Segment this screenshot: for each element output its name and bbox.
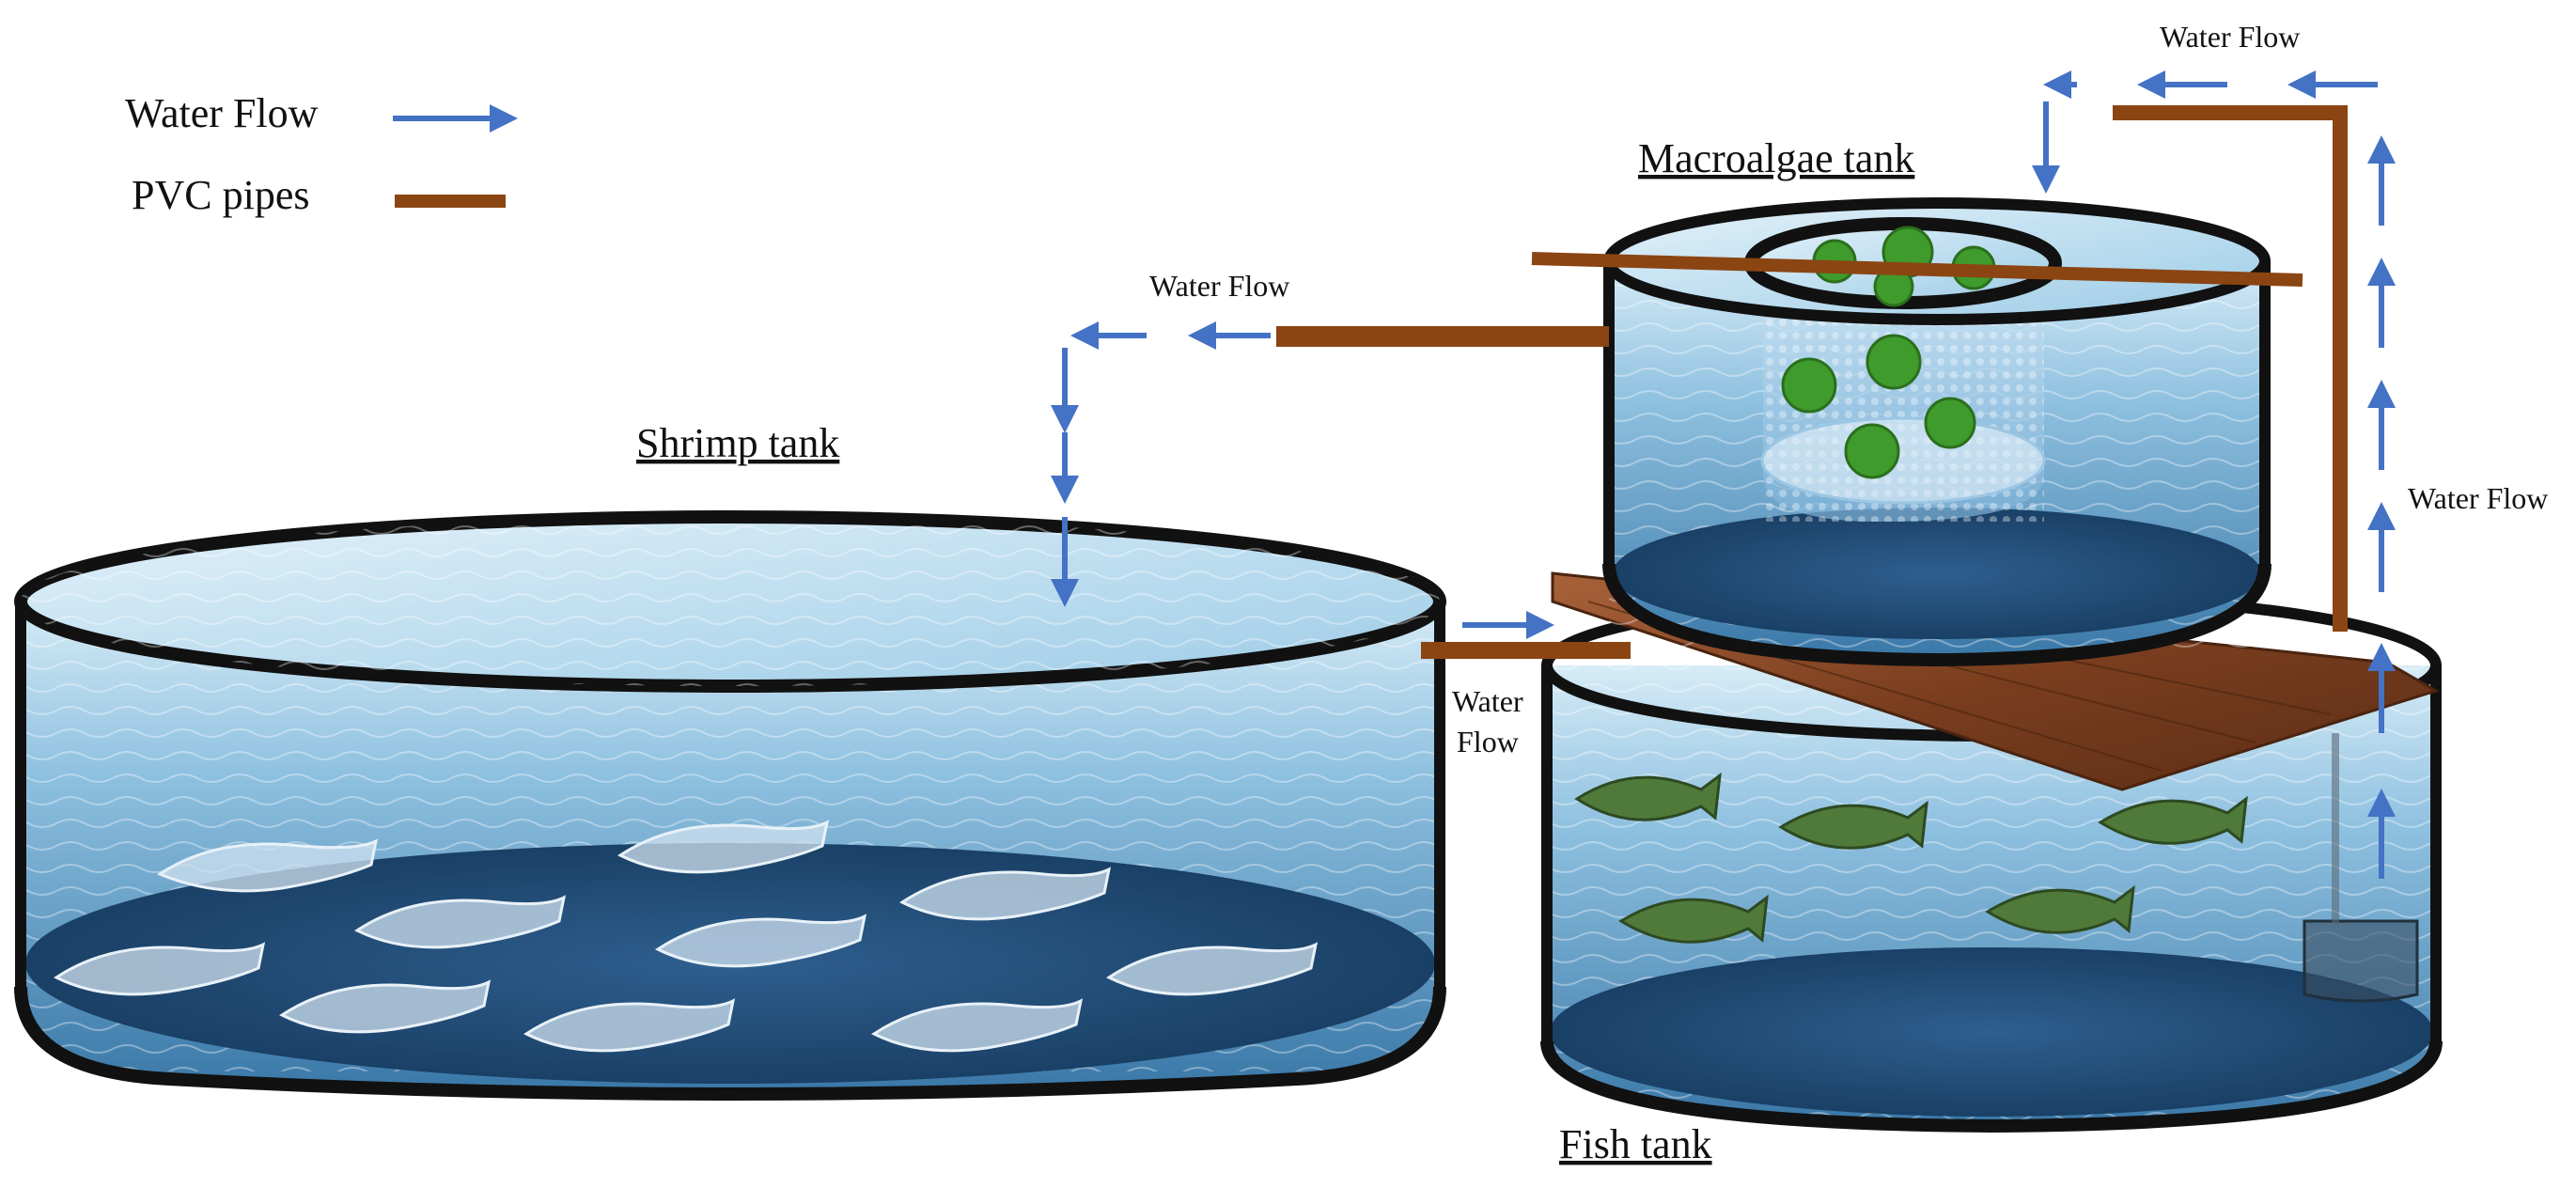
shrimp-icon <box>156 838 379 893</box>
shrimp-icon <box>1106 942 1319 996</box>
pipe-across-macroalgae <box>1531 252 2303 287</box>
fish-icon <box>1778 800 1928 850</box>
fish-tank-title: Fish tank <box>1559 1121 1712 1167</box>
shrimp-icon <box>655 914 867 968</box>
legend-pvc-pipes-label: PVC pipes <box>132 172 309 218</box>
pvc-pipes <box>1276 105 2348 659</box>
shrimp-icon <box>871 998 1084 1053</box>
shrimp-icon <box>54 942 266 996</box>
legend-water-flow-label: Water Flow <box>125 90 319 136</box>
fish-icon <box>2098 795 2248 845</box>
fish-icon <box>1985 884 2135 934</box>
fish-tank-floor <box>1550 947 2433 1117</box>
shrimp-tank: Shrimp tank <box>14 420 1446 1101</box>
macroalgae-tank-title: Macroalgae tank <box>1638 135 1914 181</box>
flow-label-shrimp-to-fish-2: Flow <box>1457 725 1519 758</box>
flow-label-macroalgae-to-shrimp: Water Flow <box>1149 269 1289 303</box>
fish-icon <box>1574 772 1722 821</box>
algae-icon <box>1844 423 1900 479</box>
shrimp-icon <box>617 820 830 874</box>
shrimp-icon <box>523 998 736 1053</box>
fish-icon <box>1618 894 1769 944</box>
flow-label-top-right: Water Flow <box>2160 20 2300 54</box>
macroalgae-tank: Macroalgae tank <box>1602 135 2272 667</box>
algae-icon <box>1866 334 1922 390</box>
algae-icon <box>1781 357 1837 414</box>
flow-label-right-side: Water Flow <box>2408 481 2548 515</box>
macroalgae-tank-floor <box>1613 508 2261 639</box>
flow-label-shrimp-to-fish-1: Water <box>1452 684 1523 718</box>
flow-arrows <box>1051 70 2396 879</box>
shrimp-tank-title: Shrimp tank <box>636 420 839 466</box>
algae-icon <box>1924 397 1976 449</box>
shrimp-icon <box>899 867 1112 921</box>
legend: Water Flow PVC pipes <box>125 90 518 218</box>
shrimp-icon <box>354 895 567 949</box>
pump-icon <box>2303 919 2419 1003</box>
shrimp-icon <box>279 979 492 1034</box>
